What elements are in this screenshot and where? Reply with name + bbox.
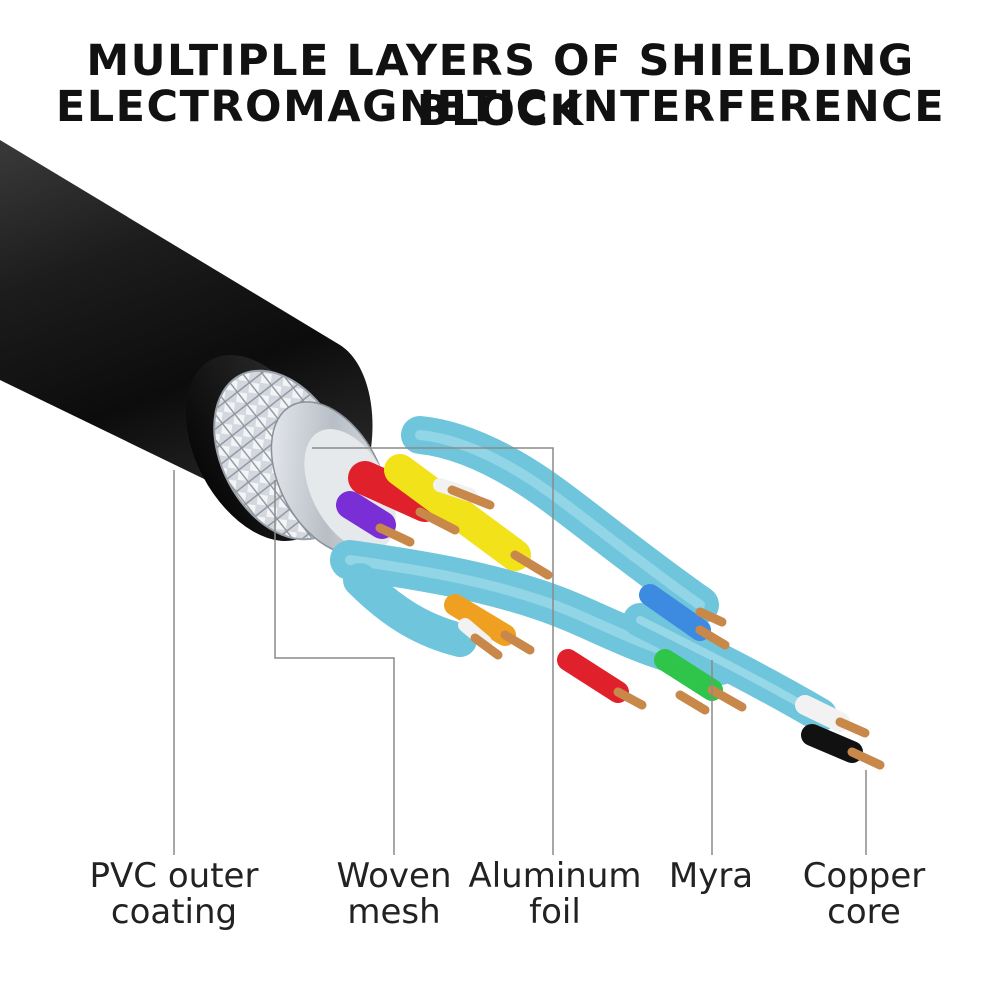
wire-green [654, 649, 723, 701]
pair-wrap-top-shade [415, 430, 705, 610]
copper-tip-11 [707, 685, 747, 712]
copper-tip-10 [675, 690, 710, 715]
label-aluminum-foil: Aluminum foil [445, 858, 665, 930]
wire-purple [336, 491, 396, 539]
callout-lines [173, 447, 867, 855]
copper-tip-12 [835, 717, 870, 738]
copper-tip-2 [415, 507, 460, 535]
copper-tip-1 [447, 485, 495, 510]
copper-tip-4 [510, 550, 553, 580]
label-pvc-outer-coating: PVC outer coating [64, 858, 284, 930]
label-copper-core: Copper core [754, 858, 974, 930]
copper-tip-7 [695, 607, 727, 627]
wire-yellow [384, 454, 531, 571]
copper-tip-6 [470, 633, 503, 660]
wire-white-low [795, 695, 850, 732]
copper-tip-8 [695, 625, 730, 650]
wire-orange [444, 594, 516, 646]
pair-wrap-low [343, 563, 477, 657]
label-woven-mesh: Woven mesh [284, 858, 504, 930]
label-foil-line1: Aluminum [468, 856, 642, 896]
label-copper-line2: core [827, 892, 901, 932]
leader-foil [312, 447, 554, 855]
pair-wrap-center-shade [345, 555, 725, 670]
label-pvc-line1: PVC outer [89, 856, 259, 896]
copper-tip-3 [375, 523, 415, 547]
title-line-1: MULTIPLE LAYERS OF SHIELDING BLOCK [86, 36, 915, 136]
label-myra: Myra [601, 858, 821, 894]
label-foil-line2: foil [529, 892, 581, 932]
label-pvc-line2: coating [110, 892, 238, 932]
wire-blue [639, 584, 711, 641]
label-copper-line1: Copper [802, 856, 926, 896]
wire-black [801, 724, 863, 763]
copper-cores [375, 485, 885, 770]
label-mesh-line1: Woven [336, 856, 452, 896]
title-line-2: ELECTROMAGNETIC INTERFERENCE [55, 82, 946, 132]
copper-tip-9 [613, 687, 647, 710]
wire-red-low [557, 649, 629, 703]
copper-tip-13 [847, 747, 885, 770]
label-myra-line1: Myra [668, 856, 754, 896]
leader-mesh [274, 480, 395, 855]
inner-wires [336, 454, 863, 763]
copper-tip-5 [500, 630, 535, 655]
label-mesh-line2: mesh [347, 892, 441, 932]
